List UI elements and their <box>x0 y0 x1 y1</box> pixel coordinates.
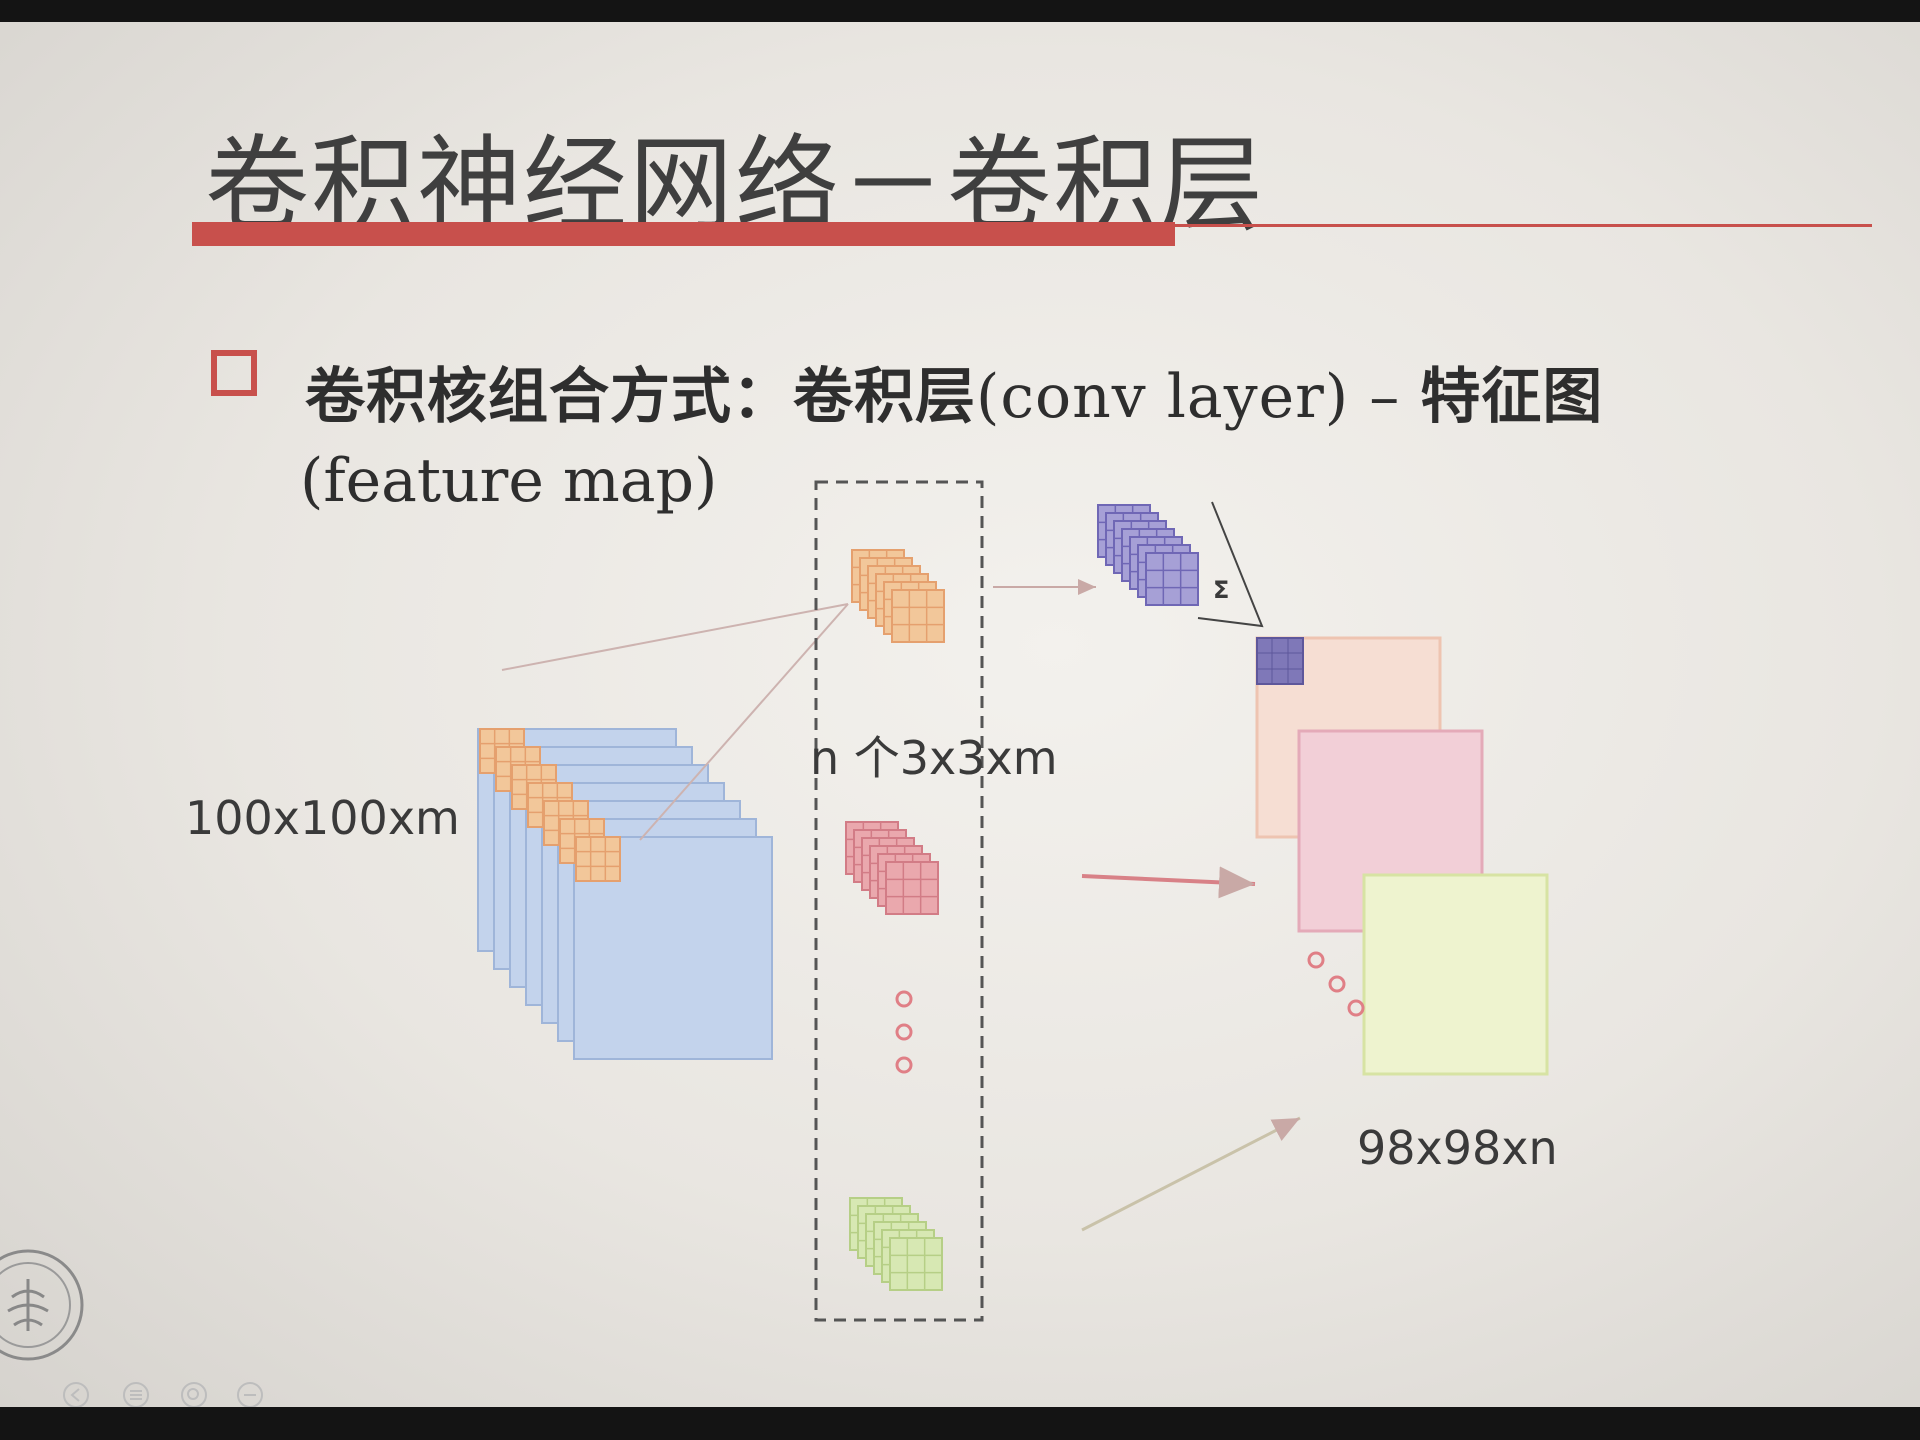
bullet-square-icon <box>211 350 257 396</box>
nav-menu-icon[interactable] <box>123 1382 149 1407</box>
kernel-slice <box>885 861 939 915</box>
slide-navigation[interactable] <box>48 1380 278 1407</box>
sum-wedge <box>1197 501 1264 628</box>
title-underline-thick <box>192 222 1175 246</box>
kernel-orange <box>851 549 945 643</box>
ellipsis-dot <box>895 1023 913 1041</box>
output-map-green <box>1362 873 1549 1076</box>
arrow-right-icon <box>1081 866 1256 899</box>
bullet-text-line2: (feature map) <box>300 446 718 516</box>
output-pixel-highlight <box>1256 637 1304 685</box>
nav-zoom-icon[interactable] <box>181 1382 207 1407</box>
input-receptive-patch <box>575 836 621 882</box>
kernel-pink <box>845 821 939 915</box>
bullet-cjk-a: 卷积层 <box>793 362 976 432</box>
output-size-label: 98x98xn <box>1357 1121 1558 1175</box>
input-size-label: 100x100xm <box>185 791 460 845</box>
ellipsis-dot <box>895 1056 913 1074</box>
slide: 卷积神经网络－卷积层 卷积核组合方式：卷积层(conv layer) – 特征图… <box>0 22 1920 1407</box>
kernel-slice <box>889 1237 943 1291</box>
bullet-label: 卷积核组合方式： <box>305 362 793 432</box>
ellipsis-dot <box>1307 951 1325 969</box>
kernel-slice <box>1145 552 1199 606</box>
ellipsis-dot <box>895 990 913 1008</box>
kernel-count-label: n 个3x3xm <box>810 731 1058 785</box>
university-seal-icon <box>0 1249 84 1361</box>
projection-line <box>639 603 849 841</box>
nav-prev-icon[interactable] <box>63 1382 89 1407</box>
bullet-cjk-b: 特征图 <box>1420 362 1604 432</box>
kernel-purple <box>1097 504 1199 606</box>
kernel-slice <box>891 589 945 643</box>
sum-symbol: Σ <box>1213 576 1229 604</box>
bullet-latin: (conv layer) <box>976 362 1350 432</box>
kernel-group-box <box>814 480 984 1322</box>
kernel-green <box>849 1197 943 1291</box>
ellipsis-dot <box>1328 975 1346 993</box>
convolution-diagram: 100x100xm n 个3x3xm 98x98xn Σ <box>185 480 1558 1322</box>
title-underline-thin <box>1175 224 1872 227</box>
nav-next-icon[interactable] <box>237 1382 263 1407</box>
projection-line <box>501 603 849 671</box>
ellipsis-dot <box>1347 999 1365 1017</box>
arrow-diagonal-icon <box>1081 1116 1301 1232</box>
bullet-text-line1: 卷积核组合方式：卷积层(conv layer) – 特征图 <box>305 348 1603 435</box>
input-feature-volume <box>477 728 773 1060</box>
bullet-separator: – <box>1349 362 1421 432</box>
